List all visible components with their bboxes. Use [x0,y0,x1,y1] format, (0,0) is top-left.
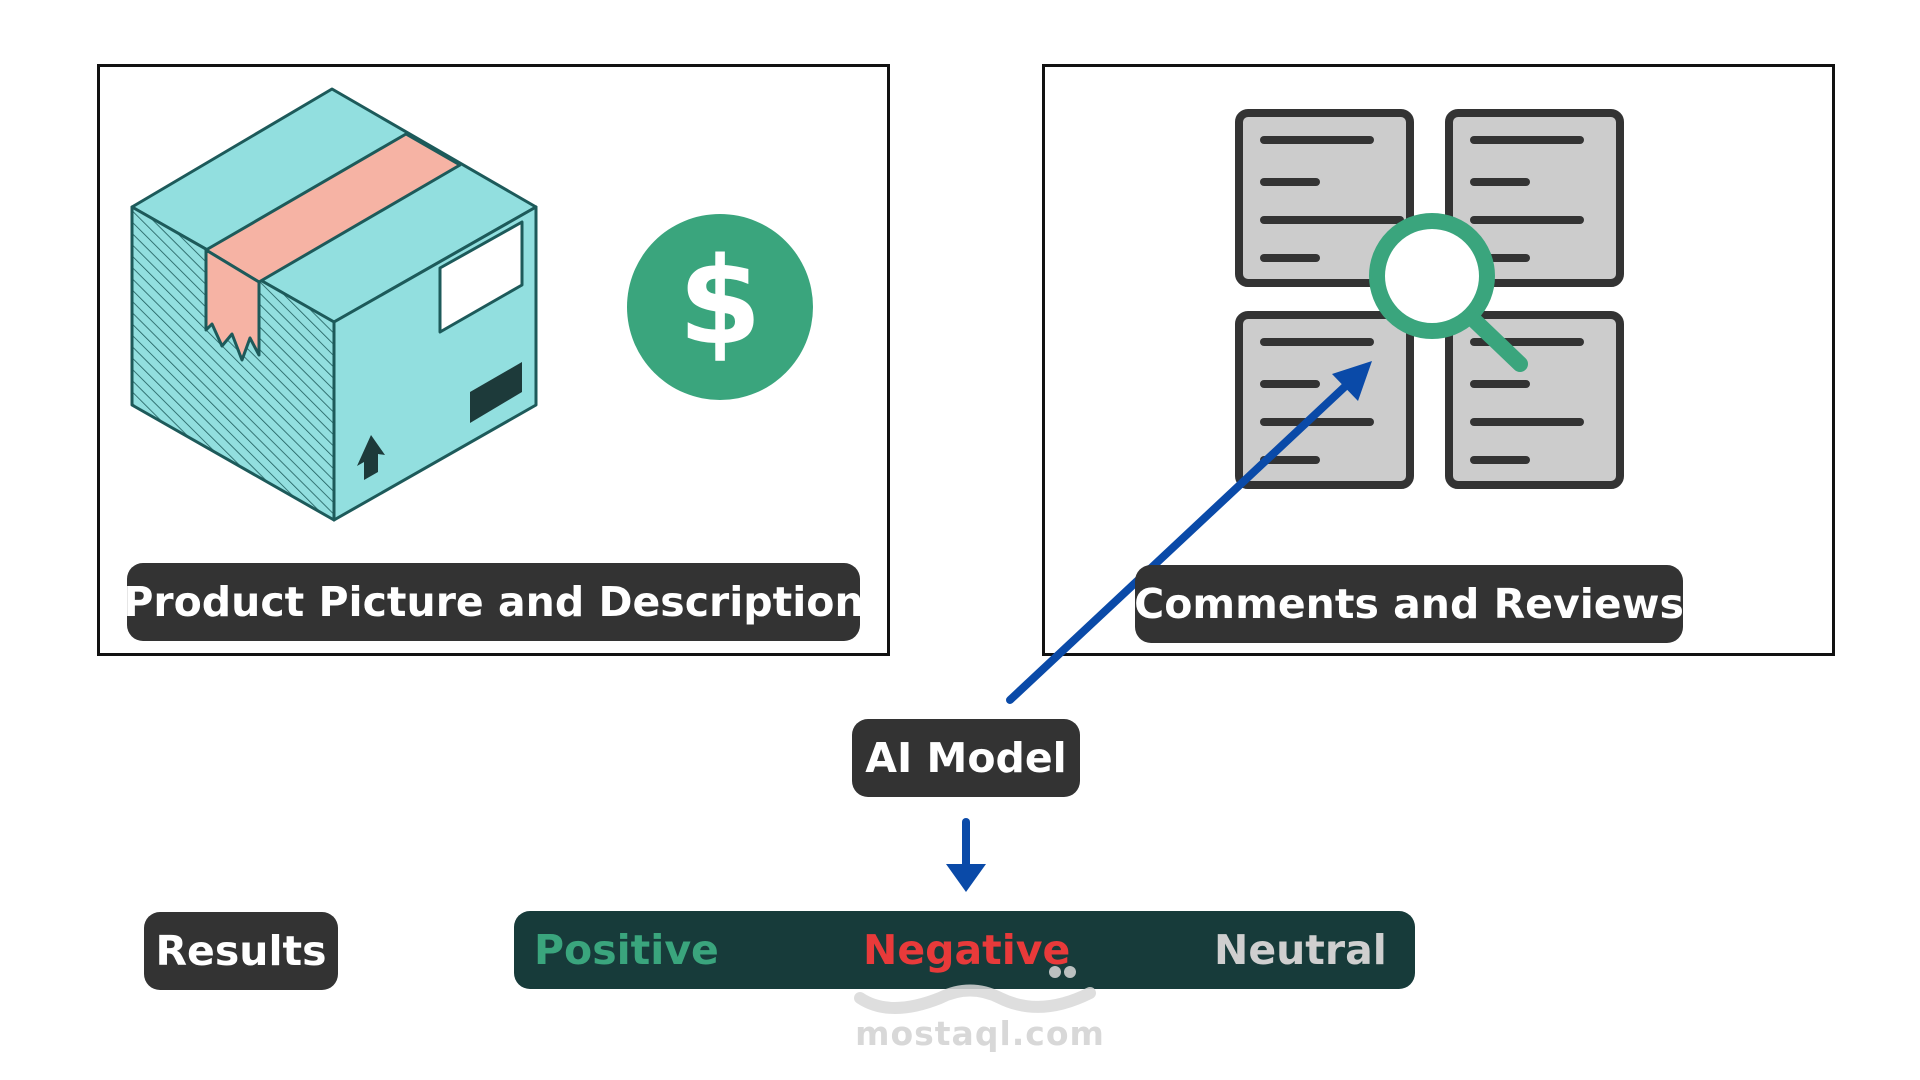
sentiment-negative: Negative [863,926,1071,974]
sentiment-positive: Positive [534,926,719,974]
watermark-domain: mostaql.com [855,1014,1105,1053]
product-label: Product Picture and Description [123,563,864,641]
ai-model-label: AI Model [852,719,1080,797]
sentiment-bar: Positive Negative Neutral [514,911,1415,989]
watermark-logo [854,966,1096,1014]
watermark: mostaql.com [800,958,1160,1068]
sentiment-neutral: Neutral [1214,926,1387,974]
reviews-label: Comments and Reviews [1134,565,1684,643]
results-label: Results [144,912,338,990]
